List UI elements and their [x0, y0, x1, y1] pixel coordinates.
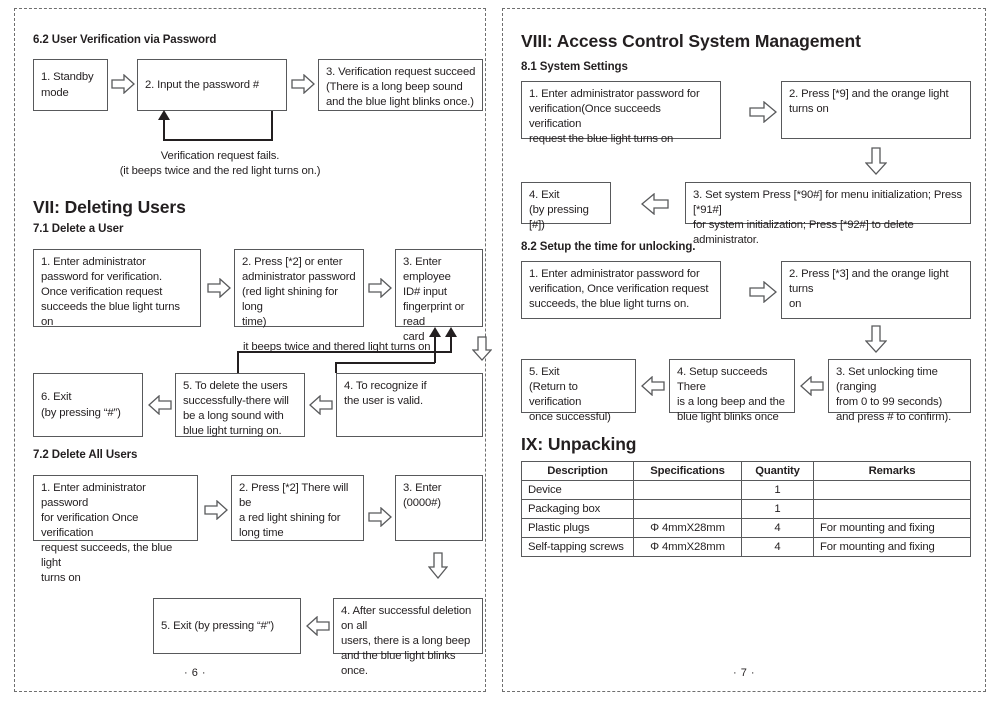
arrow-left-icon — [309, 395, 333, 415]
flow-box-7-1-2: 2. Press [*2] or enter administrator pas… — [234, 249, 364, 328]
cell-description: Device — [521, 480, 634, 500]
caption-7-1-beep: it beeps twice and thered light turns on — [243, 341, 431, 353]
page-right: VIII: Access Control System Management 8… — [502, 8, 986, 692]
table-row: Self-tapping screws Φ 4mmX28mm 4 For mou… — [521, 537, 971, 557]
arrow-left-icon — [148, 395, 172, 415]
page-number-left: · 6 · — [183, 667, 207, 679]
section-heading-9: IX: Unpacking — [521, 434, 637, 454]
connector-line — [450, 336, 452, 352]
connector-line — [271, 111, 273, 140]
arrow-right-icon — [368, 278, 392, 298]
arrow-up-icon — [445, 327, 457, 337]
cell-quantity: 1 — [741, 499, 814, 519]
cell-specifications: Φ 4mmX28mm — [633, 537, 742, 557]
cell-remarks: For mounting and fixing — [813, 518, 971, 538]
cell-quantity: 4 — [741, 537, 814, 557]
cell-description: Self-tapping screws — [521, 537, 634, 557]
flow-box-8-2-4: 4. Setup succeeds There is a long beep a… — [669, 359, 795, 423]
arrow-up-icon — [429, 327, 441, 337]
arrow-down-icon — [865, 325, 887, 353]
section-heading-8-2: 8.2 Setup the time for unlocking. — [521, 241, 696, 253]
table-header-remarks: Remarks — [813, 461, 971, 481]
cell-quantity: 4 — [741, 518, 814, 538]
arrow-left-icon — [800, 376, 824, 396]
arrow-left-icon — [641, 376, 665, 396]
section-heading-8: VIII: Access Control System Management — [521, 31, 861, 51]
section-heading-7-2: 7.2 Delete All Users — [33, 449, 138, 461]
cell-specifications: Φ 4mmX28mm — [633, 518, 742, 538]
arrow-right-icon — [204, 500, 228, 520]
table-header-row: Description Specifications Quantity Rema… — [521, 461, 971, 481]
arrow-down-icon — [472, 336, 492, 361]
arrow-right-icon — [749, 281, 777, 303]
table-row: Packaging box 1 — [521, 499, 971, 519]
flow-box-8-1-4: 4. Exit (by pressing [#]) — [521, 182, 611, 231]
arrow-left-icon — [306, 616, 330, 636]
table-header-description: Description — [521, 461, 634, 481]
flow-box-8-2-3: 3. Set unlocking time (ranging from 0 to… — [828, 359, 971, 423]
connector-line — [163, 119, 165, 140]
connector-line — [237, 351, 239, 373]
cell-description: Packaging box — [521, 499, 634, 519]
arrow-right-icon — [749, 101, 777, 123]
arrow-right-icon — [207, 278, 231, 298]
flow-box-8-1-1: 1. Enter administrator password for veri… — [521, 81, 721, 145]
flow-box-8-1-2: 2. Press [*9] and the orange light turns… — [781, 81, 971, 139]
table-header-specifications: Specifications — [633, 461, 742, 481]
cell-description: Plastic plugs — [521, 518, 634, 538]
arrow-right-icon — [368, 507, 392, 527]
flow-box-8-2-1: 1. Enter administrator password for veri… — [521, 261, 721, 319]
page-left: 6.2 User Verification via Password 1. St… — [14, 8, 492, 692]
flow-box-6-2-3: 3. Verification request succeed (There i… — [318, 59, 483, 111]
page-number-right: · 7 · — [732, 667, 756, 679]
arrow-up-icon — [158, 110, 170, 120]
arrow-right-icon — [291, 74, 315, 94]
flow-box-7-2-4: 4. After successful deletion on all user… — [333, 598, 483, 677]
arrow-down-icon — [428, 552, 448, 579]
connector-line — [335, 362, 337, 373]
table-row: Plastic plugs Φ 4mmX28mm 4 For mounting … — [521, 518, 971, 538]
cell-remarks — [813, 480, 971, 500]
connector-line — [335, 362, 435, 364]
flow-box-6-2-1: 1. Standby mode — [33, 59, 108, 111]
flow-box-7-2-2: 2. Press [*2] There will be a red light … — [231, 475, 364, 541]
flow-box-7-1-4: 4. To recognize if the user is valid. — [336, 373, 483, 437]
flow-box-7-2-5: 5. Exit (by pressing “#”) — [153, 598, 301, 654]
flow-box-8-2-2: 2. Press [*3] and the orange light turns… — [781, 261, 971, 319]
section-heading-7-1: 7.1 Delete a User — [33, 223, 124, 235]
connector-line — [434, 336, 436, 363]
arrow-left-icon — [641, 193, 669, 215]
flow-box-7-2-3: 3. Enter (0000#) — [395, 475, 483, 541]
flow-box-6-2-2: 2. Input the password # — [137, 59, 287, 111]
unpacking-table: Description Specifications Quantity Rema… — [521, 461, 971, 557]
flow-box-8-2-5: 5. Exit (Return to verification once suc… — [521, 359, 636, 423]
arrow-right-icon — [111, 74, 135, 94]
caption-6-2-failure: Verification request fails. (it beeps tw… — [119, 150, 321, 178]
flow-box-7-1-3: 3. Enter employee ID# input fingerprint … — [395, 249, 483, 343]
flow-box-8-1-3: 3. Set system Press [*90#] for menu init… — [685, 182, 971, 246]
flow-box-7-1-1: 1. Enter administrator password for veri… — [33, 249, 201, 328]
connector-line — [163, 139, 273, 141]
section-heading-6-2: 6.2 User Verification via Password — [33, 34, 217, 46]
flow-box-7-2-1: 1. Enter administrator password for veri… — [33, 475, 198, 584]
cell-remarks: For mounting and fixing — [813, 537, 971, 557]
cell-quantity: 1 — [741, 480, 814, 500]
cell-remarks — [813, 499, 971, 519]
section-heading-7: VII: Deleting Users — [33, 197, 186, 217]
connector-line — [237, 351, 452, 353]
flow-box-7-1-5: 5. To delete the users successfully-ther… — [175, 373, 305, 437]
table-row: Device 1 — [521, 480, 971, 500]
table-header-quantity: Quantity — [741, 461, 814, 481]
section-heading-8-1: 8.1 System Settings — [521, 61, 628, 73]
flow-box-7-1-6: 6. Exit (by pressing “#”) — [33, 373, 143, 437]
arrow-down-icon — [865, 147, 887, 175]
cell-specifications — [633, 499, 742, 519]
cell-specifications — [633, 480, 742, 500]
